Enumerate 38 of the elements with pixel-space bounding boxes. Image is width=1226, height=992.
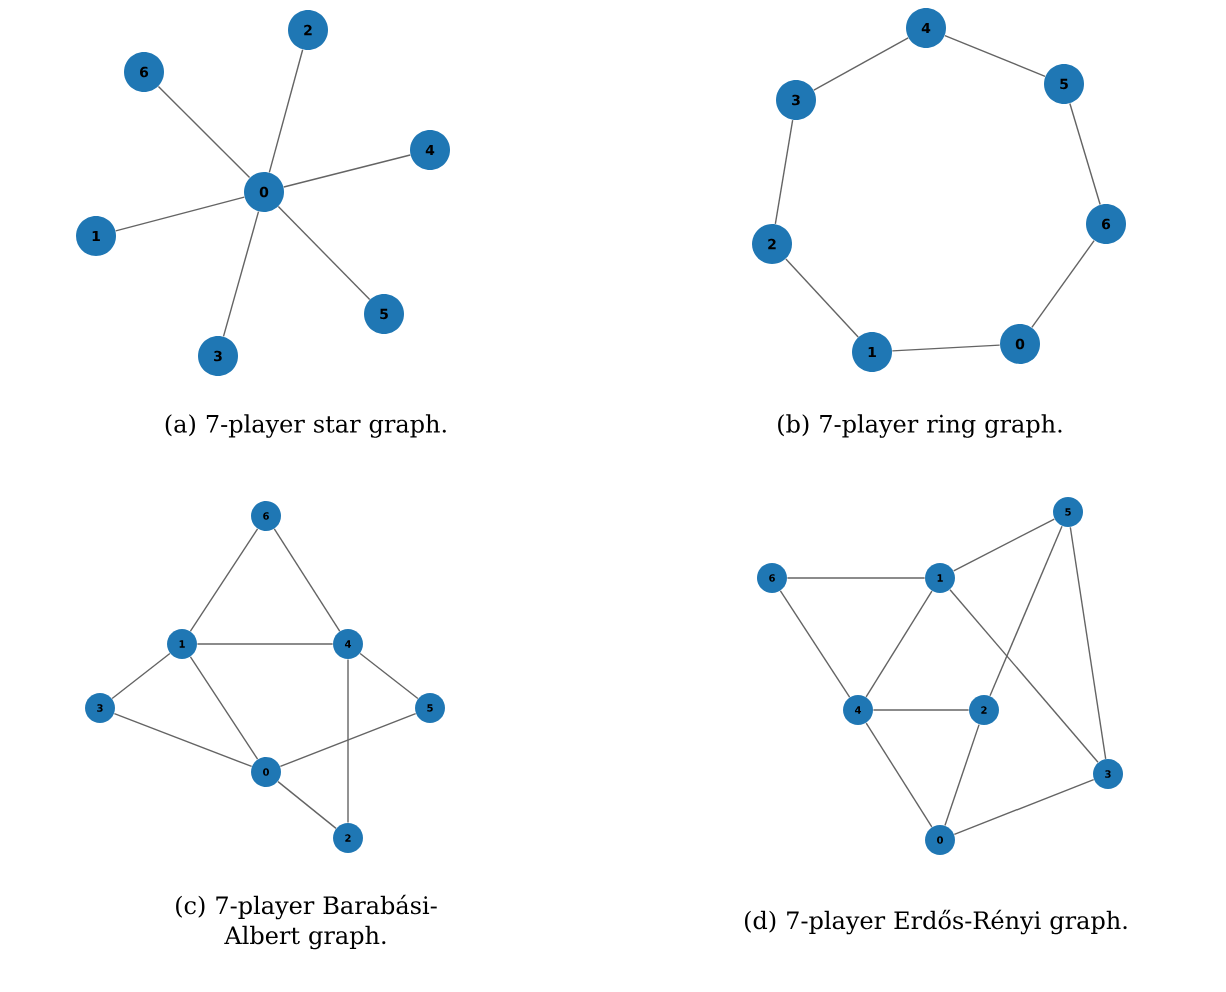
edge (277, 780, 337, 830)
edge (111, 652, 171, 700)
edge (283, 154, 411, 188)
edge (268, 49, 304, 173)
edge (865, 722, 933, 828)
edge (785, 258, 859, 338)
edge (359, 652, 419, 700)
edge (953, 518, 1056, 572)
edge (779, 590, 851, 698)
edge (1069, 102, 1101, 206)
edge (949, 589, 1099, 764)
edge (189, 656, 259, 760)
caption: (d) 7-player Erdős-Rényi graph. (745, 909, 1127, 935)
edge (786, 577, 926, 579)
edge (277, 205, 371, 301)
caption: (a) 7-player star graph. (165, 414, 446, 438)
edge (113, 712, 253, 768)
edge (774, 119, 794, 225)
edge (273, 528, 341, 632)
edge (944, 723, 980, 827)
edge (953, 778, 1095, 836)
edge (1031, 239, 1095, 329)
edge (865, 590, 933, 698)
caption: (b) 7-player ring graph. (778, 414, 1062, 438)
edge (157, 85, 251, 179)
edge (989, 525, 1063, 697)
edge (813, 37, 909, 91)
caption: (c) 7-player Barabási-Albert graph. (176, 894, 437, 950)
edge (1069, 526, 1107, 760)
edge (222, 210, 260, 338)
edge (196, 643, 334, 645)
edge (115, 196, 245, 232)
edge (279, 712, 417, 768)
edge (944, 35, 1046, 78)
edge (189, 528, 259, 632)
edge (347, 658, 349, 824)
edge (891, 344, 1001, 352)
edge (872, 709, 970, 711)
